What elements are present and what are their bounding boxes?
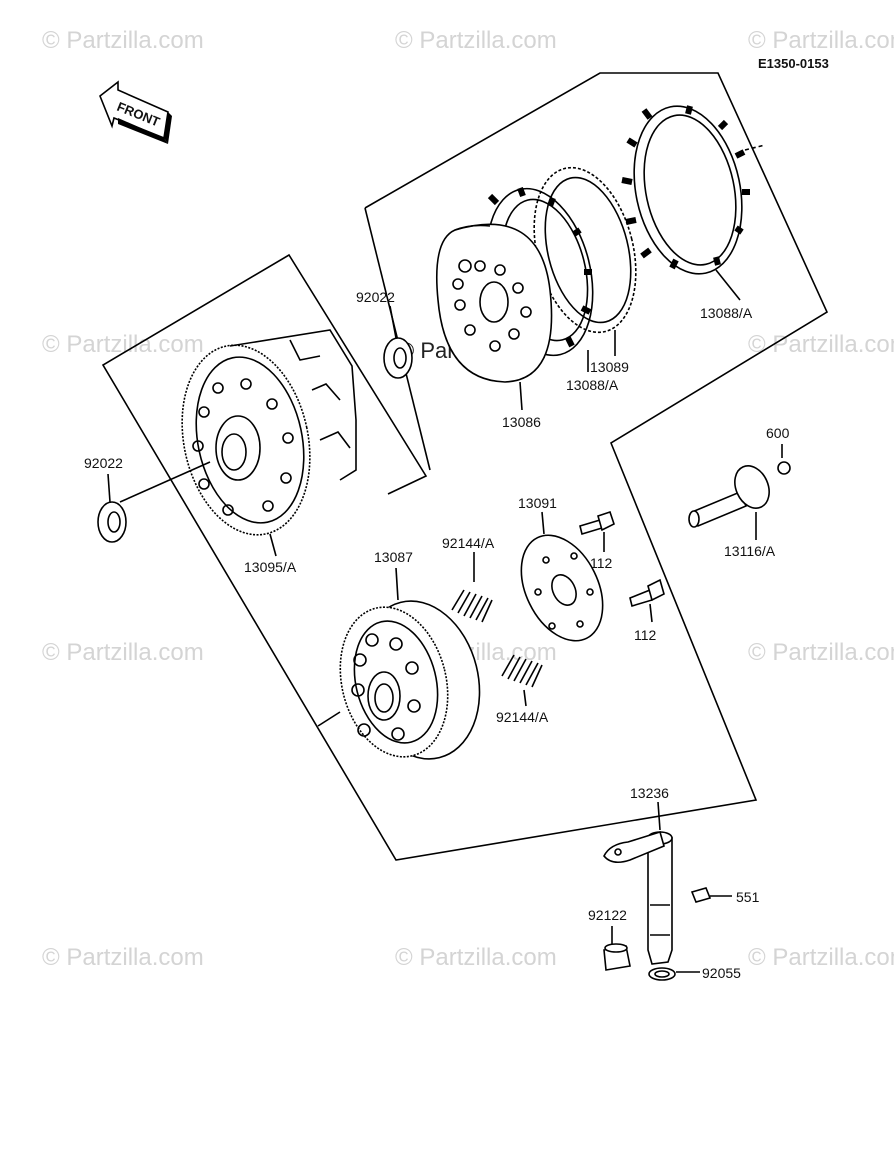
watermark: © Partzilla.com [748,639,894,666]
bolt-bottom [629,578,665,623]
part-label-92144a-top: 92144/A [442,535,495,551]
part-label-600: 600 [766,425,790,441]
part-label-13236: 13236 [630,785,669,801]
oil-seal-washer [648,967,700,981]
pressure-plate [435,223,553,411]
watermark: © Partzilla.com [748,27,894,54]
part-label-551: 551 [736,889,760,905]
part-label-13091: 13091 [518,495,557,511]
part-label-13089: 13089 [590,359,629,375]
part-label-92055: 92055 [702,965,741,981]
watermark: © Partzilla.com [395,27,557,54]
part-label-92122: 92122 [588,907,627,923]
push-rod [688,465,770,540]
part-label-112-bottom: 112 [634,627,657,643]
release-shaft [603,801,673,965]
watermark: © Partzilla.com [748,331,894,358]
bolt-top [579,510,615,552]
part-label-13088a-middle: 13088/A [566,377,619,393]
front-arrow-icon: FRONT [99,80,172,144]
part-label-13086: 13086 [502,414,541,430]
diagram-code: E1350-0153 [758,56,829,71]
spring-plate [520,511,604,642]
washer-left [97,473,127,543]
part-label-13088a-top: 13088/A [700,305,753,321]
pin [690,887,732,903]
watermark: © Partzilla.com [42,944,204,971]
part-label-112-top: 112 [590,555,613,571]
washer-top [383,305,413,379]
part-label-92022-top: 92022 [356,289,395,305]
clutch-spring-bottom [501,654,543,707]
clutch-housing [119,329,357,557]
watermark: © Partzilla.com [42,27,204,54]
bushing [603,926,631,971]
part-label-92144a-bottom: 92144/A [496,709,549,725]
watermark: © Partzilla.com [748,944,894,971]
part-label-13095a: 13095/A [244,559,297,575]
part-label-13087: 13087 [374,549,413,565]
steel-ball [777,444,791,475]
part-label-13116a: 13116/A [724,543,776,559]
part-label-92022-left: 92022 [84,455,123,471]
friction-plate-top [621,105,766,301]
clutch-hub [317,567,481,760]
watermark: © Partzilla.com [42,639,204,666]
clutch-spring-top [451,552,493,623]
watermark: © Partzilla.com [395,944,557,971]
